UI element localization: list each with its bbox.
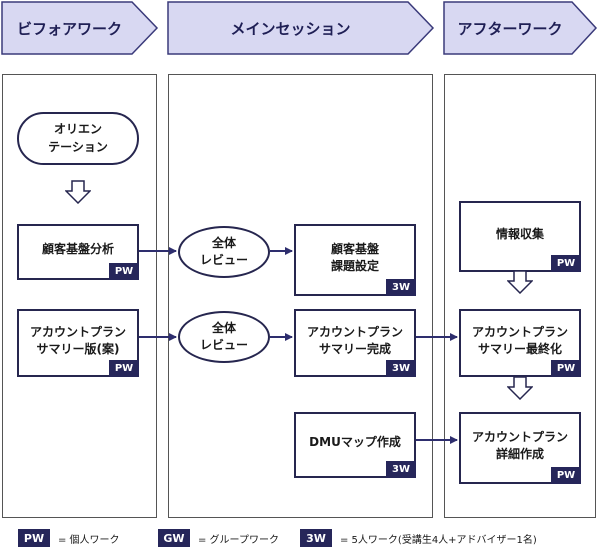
legend-text: = グループワーク [198,534,279,546]
legend-item-3w: 3W = 5人ワーク(受講生4人+アドバイザー1名) [300,528,537,548]
legend-tag: GW [158,529,190,547]
badge-pw: PW [551,255,581,272]
badge-3w: 3W [386,360,416,377]
node-review-2: 全体 レビュー [178,311,270,363]
badge-pw: PW [109,360,139,377]
node-summary-draft: アカウントプラン サマリー版(案) PW [17,309,139,377]
phase-title-main: メインセッション [230,19,351,38]
badge-pw: PW [551,467,581,484]
node-label: アカウントプラン サマリー最終化 [471,324,568,356]
legend-item-pw: PW = 個人ワーク [18,528,120,548]
legend-text: = 5人ワーク(受講生4人+アドバイザー1名) [340,534,537,546]
phase-banner-after: アフターワーク [443,1,598,55]
down-arrow-icon [507,270,533,294]
node-label: 顧客基盤 課題設定 [330,241,379,273]
badge-pw: PW [551,360,581,377]
node-info-gathering: 情報収集 PW [459,201,581,272]
node-detail-plan: アカウントプラン 詳細作成 PW [459,412,581,484]
down-arrow-icon [507,376,533,400]
legend-tag: PW [18,529,50,547]
node-label: アカウントプラン サマリー完成 [306,324,403,356]
node-summary-final: アカウントプラン サマリー最終化 PW [459,309,581,377]
phase-banner-before: ビフォアワーク [1,1,159,55]
badge-3w: 3W [386,279,416,296]
badge-3w: 3W [386,461,416,478]
phase-title-before: ビフォアワーク [16,19,122,38]
banner-shape [1,1,159,55]
legend-tag: 3W [300,529,332,547]
legend-text: = 個人ワーク [58,534,120,546]
node-review-1: 全体 レビュー [178,226,270,278]
node-customer-issues: 顧客基盤 課題設定 3W [294,224,416,296]
node-dmu-map: DMUマップ作成 3W [294,412,416,478]
banner-shape [167,1,435,55]
node-label: アカウントプラン 詳細作成 [471,429,568,461]
node-orientation: オリエン テーション [17,112,139,165]
phase-title-after: アフターワーク [457,19,563,38]
down-arrow-icon [65,180,91,204]
node-label: 情報収集 [495,226,544,241]
node-summary-complete: アカウントプラン サマリー完成 3W [294,309,416,377]
node-customer-analysis: 顧客基盤分析 PW [17,224,139,280]
legend-item-gw: GW = グループワーク [158,528,279,548]
phase-banner-main: メインセッション [167,1,435,55]
node-label: アカウントプラン サマリー版(案) [29,324,126,356]
badge-pw: PW [109,263,139,280]
node-label: 顧客基盤分析 [41,242,114,257]
banner-shape [443,1,598,55]
node-label: DMUマップ作成 [309,435,401,450]
